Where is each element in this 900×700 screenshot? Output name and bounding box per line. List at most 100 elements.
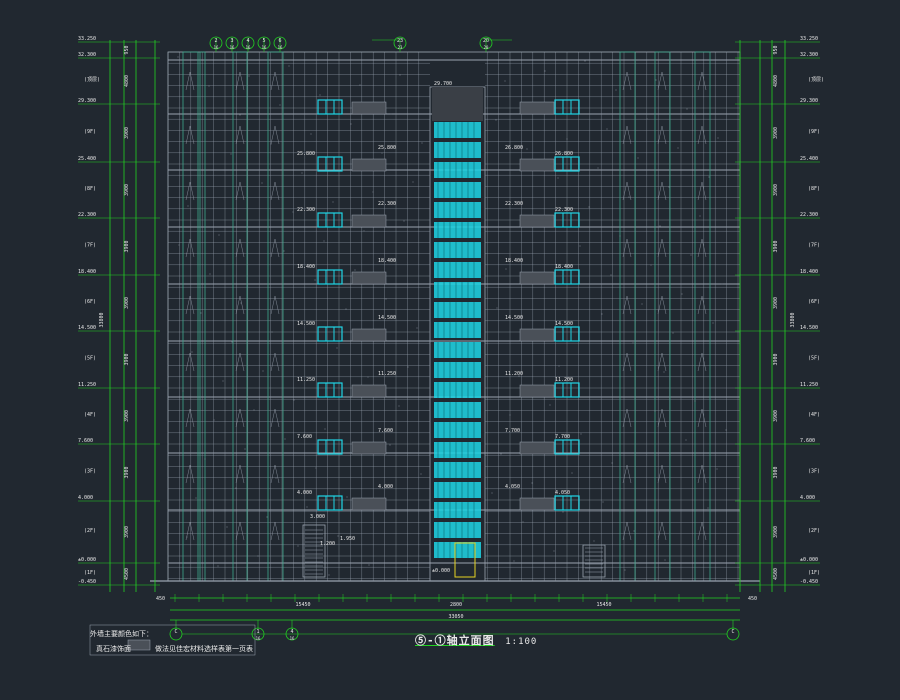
core-glass-pane — [434, 142, 481, 158]
stone-texture-dot — [416, 327, 418, 329]
core-roof — [432, 87, 483, 121]
window-level-label-left: 11.250 — [297, 377, 315, 383]
level-label-right: 29.300 — [800, 98, 818, 104]
axis-label-bottom: 1 — [256, 629, 259, 635]
stone-texture-dot — [235, 487, 237, 489]
window-cyan-right — [554, 212, 580, 228]
stone-texture-dot — [191, 351, 193, 353]
column-strip — [619, 51, 636, 582]
dim-text-left: 950 — [124, 45, 130, 54]
stone-texture-dot — [558, 365, 560, 367]
stone-texture-dot — [239, 114, 241, 116]
window-level-label-right: 22.300 — [505, 201, 523, 207]
stone-texture-dot — [659, 225, 661, 227]
stone-texture-dot — [522, 521, 524, 523]
axis-label-top: 20 — [483, 38, 489, 44]
dim-text-right: 3900 — [773, 353, 779, 365]
stone-texture-dot — [218, 234, 220, 236]
window-detail — [185, 71, 195, 91]
entry-level-label: ±0.000 — [432, 568, 450, 574]
balcony-rail-right — [519, 101, 555, 115]
drawing-title-text: ⑤-①轴立面图 — [415, 634, 495, 647]
level-label-right: 7.600 — [800, 438, 815, 444]
column-strip — [267, 51, 284, 582]
column-strip — [654, 51, 671, 582]
balcony-rail-left — [351, 271, 387, 285]
stone-texture-dot — [266, 516, 268, 518]
stone-texture-dot — [200, 312, 202, 314]
floor-marker-right: (1F) — [808, 570, 820, 576]
core-glass-pane — [434, 482, 481, 498]
stone-texture-dot — [314, 279, 316, 281]
core-glass-pane — [434, 202, 481, 218]
dim-text-right: 3900 — [773, 410, 779, 422]
window-level-label-left: 7.600 — [297, 434, 312, 440]
window-detail — [697, 464, 707, 484]
stone-texture-dot — [610, 274, 612, 276]
stone-texture-dot — [504, 80, 506, 82]
window-detail — [622, 238, 632, 258]
window-detail — [697, 181, 707, 201]
bottom-dim-right: 15450 — [596, 602, 611, 608]
axis-bubble-top — [225, 36, 239, 50]
level-label-right: 14.500 — [800, 325, 818, 331]
stone-texture-dot — [279, 104, 281, 106]
window-detail — [270, 352, 280, 372]
window-detail — [270, 521, 280, 541]
window-cyan-left — [317, 382, 343, 398]
window-level-label-right: 26.800 — [505, 145, 523, 151]
level-label-left: 33.250 — [78, 36, 96, 42]
bottom-dim-center: 2800 — [450, 602, 462, 608]
column-strip — [182, 51, 199, 582]
window-level-label-right-outer: 26.800 — [555, 151, 573, 157]
dim-text-left: 3900 — [124, 353, 130, 365]
window-cyan-right — [554, 269, 580, 285]
window-cyan-left — [317, 326, 343, 342]
window-cyan-left — [317, 212, 343, 228]
dim-text-left: 3900 — [124, 526, 130, 538]
stone-texture-dot — [606, 128, 608, 130]
window-detail — [622, 464, 632, 484]
stone-texture-dot — [632, 342, 634, 344]
window-detail — [235, 125, 245, 145]
stone-texture-dot — [283, 250, 285, 252]
level-label-right: 4.000 — [800, 495, 815, 501]
stone-texture-dot — [717, 137, 719, 139]
window-detail — [622, 408, 632, 428]
stone-texture-dot — [544, 70, 546, 72]
balcony-rail-right — [519, 214, 555, 228]
stone-texture-dot — [399, 74, 401, 76]
stone-texture-dot — [663, 371, 665, 373]
window-detail — [657, 408, 667, 428]
core-top-level: 29.700 — [434, 81, 452, 87]
window-detail — [235, 408, 245, 428]
stone-texture-dot — [571, 472, 573, 474]
axis-sublabel-top: 16 — [230, 45, 235, 50]
axis-bubble-top — [209, 36, 223, 50]
stone-texture-dot — [261, 182, 263, 184]
window-level-label-left-inner: 14.500 — [378, 315, 396, 321]
window-level-label-right-outer: 4.050 — [555, 490, 570, 496]
axis-bubble-top — [273, 36, 287, 50]
stone-texture-dot — [204, 458, 206, 460]
stone-texture-dot — [262, 370, 264, 372]
axis-label-bottom: C — [174, 629, 177, 635]
entry-level-label: 3.000 — [310, 514, 325, 520]
stone-texture-dot — [292, 211, 294, 213]
window-detail — [235, 71, 245, 91]
window-detail — [185, 181, 195, 201]
window-level-label-left-inner: 22.300 — [378, 201, 396, 207]
stone-texture-dot — [637, 157, 639, 159]
window-level-label-left: 22.300 — [297, 207, 315, 213]
window-detail — [657, 352, 667, 372]
column-strip — [232, 51, 248, 582]
level-label-left: 25.400 — [78, 156, 96, 162]
window-detail — [235, 295, 245, 315]
window-level-label-right: 14.500 — [505, 315, 523, 321]
floor-marker-right: (8F) — [808, 186, 820, 192]
window-detail — [697, 71, 707, 91]
stone-texture-dot — [650, 264, 652, 266]
window-cyan-left — [317, 156, 343, 172]
